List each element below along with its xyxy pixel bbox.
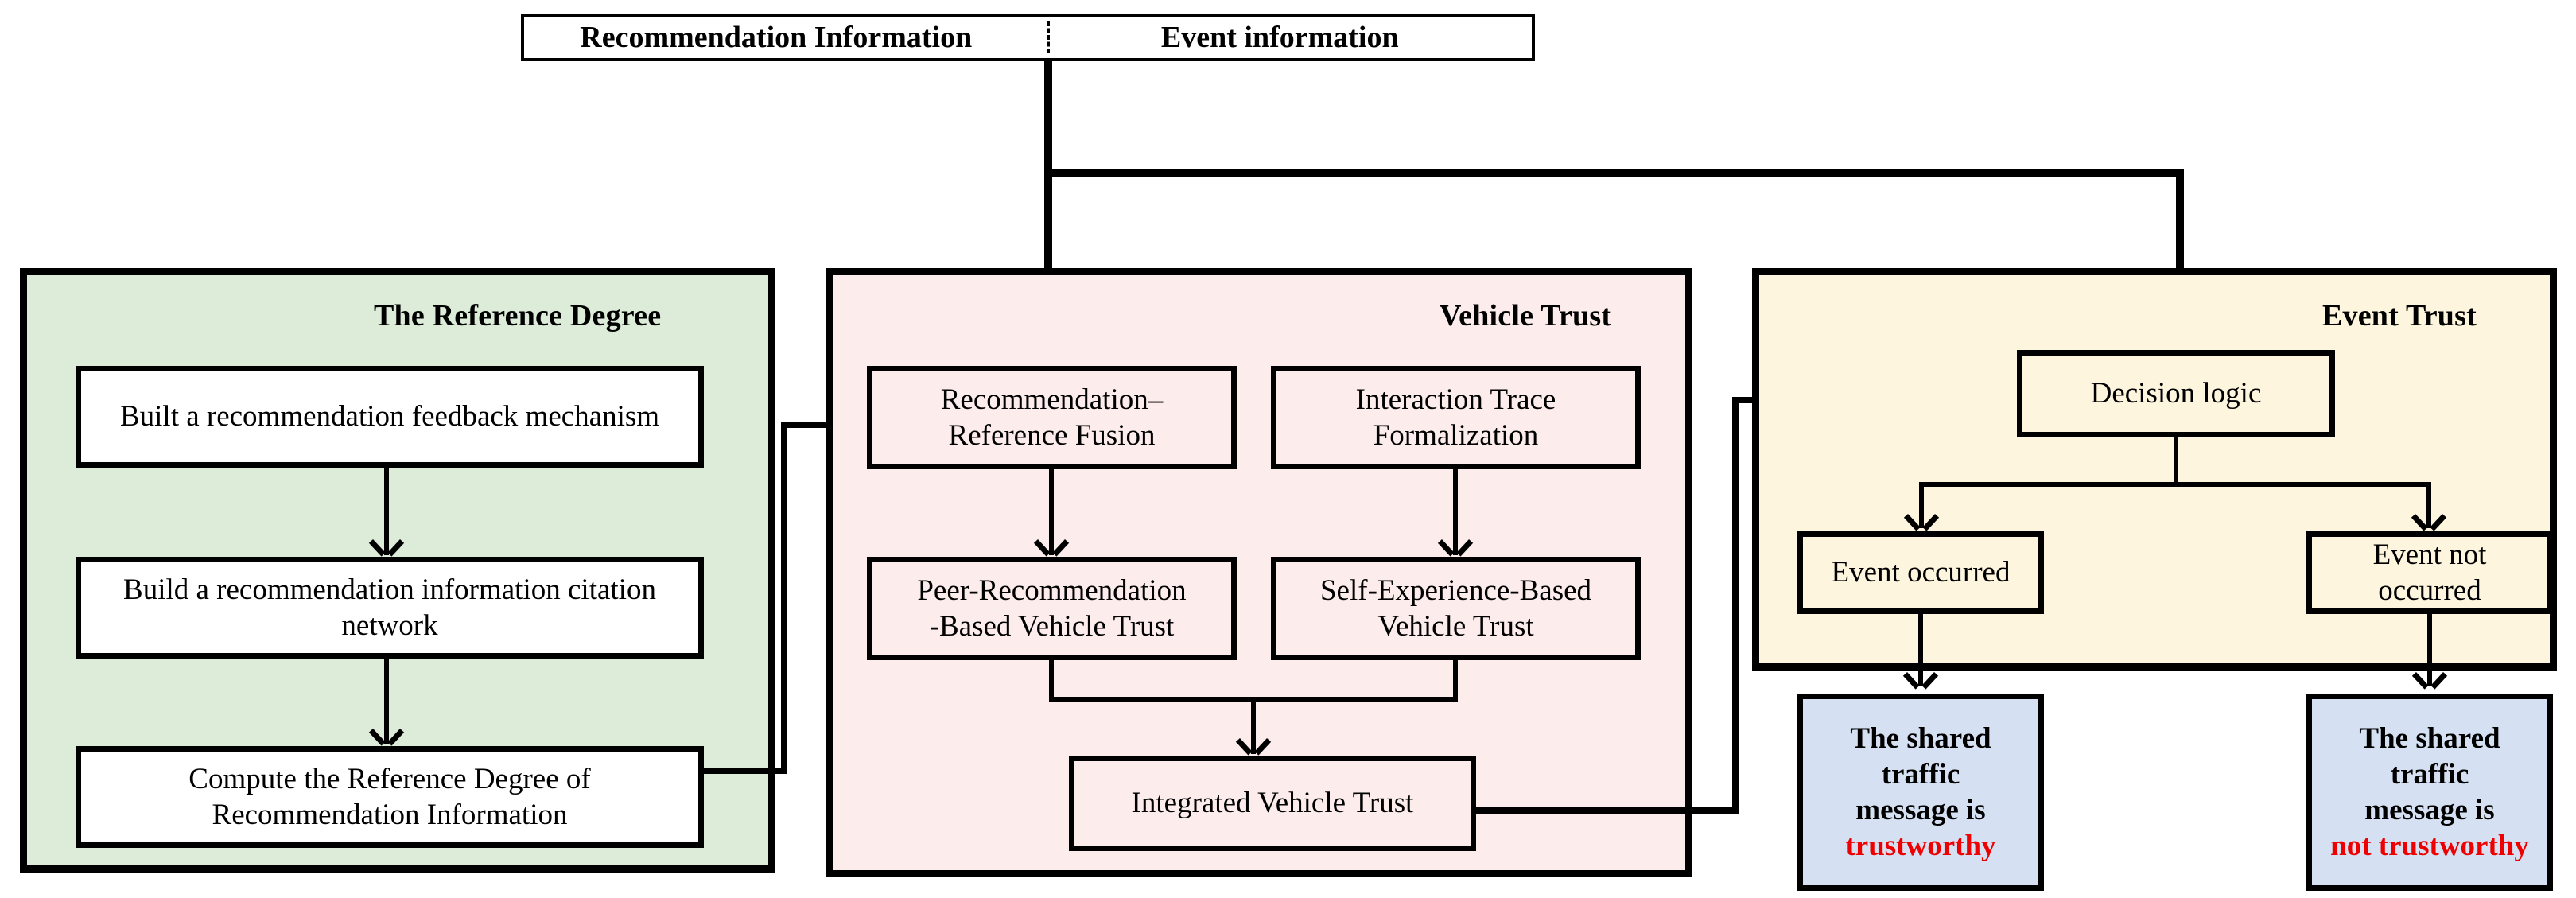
node-label-line2: Formalization xyxy=(1373,419,1539,452)
outcome-box-not-trustworthy[interactable]: The shared traffic message is not trustw… xyxy=(2306,694,2553,891)
connector-occurred-to-outcome xyxy=(1918,614,1923,686)
connector-to-event-trust xyxy=(1044,169,2184,177)
connector-reference-into-fusion xyxy=(781,422,853,428)
connector-peer-down xyxy=(1049,660,1054,702)
connector-integrated-out-v xyxy=(1732,397,1739,814)
node-label: Decision logic xyxy=(2090,377,2262,410)
input-box-divider xyxy=(1047,21,1050,53)
outcome-line2: message is xyxy=(1855,794,1986,826)
connector-reference-out-v xyxy=(781,422,787,774)
outcome-line1: The shared traffic xyxy=(2359,721,2500,791)
node-decision-logic[interactable]: Decision logic xyxy=(2017,350,2335,437)
outcome-verdict: not trustworthy xyxy=(2330,830,2529,863)
connector-fusion-to-peer xyxy=(1049,469,1054,555)
connector-reference-out-h xyxy=(704,768,787,774)
node-recommendation-reference-fusion[interactable]: Recommendation– Reference Fusion xyxy=(867,366,1237,469)
node-integrated-vehicle-trust[interactable]: Integrated Vehicle Trust xyxy=(1069,756,1476,851)
connector-vehicle-trust-drop xyxy=(1044,169,1052,345)
node-event-not-occurred[interactable]: Event not occurred xyxy=(2306,531,2553,614)
node-peer-recommendation-vehicle-trust[interactable]: Peer-Recommendation -Based Vehicle Trust xyxy=(867,557,1237,660)
node-label: Integrated Vehicle Trust xyxy=(1131,787,1414,820)
outcome-line2: message is xyxy=(2364,794,2495,826)
connector-citation-to-compute xyxy=(384,659,389,744)
node-label: Event not occurred xyxy=(2372,538,2487,607)
connector-decision-left-branch xyxy=(1919,482,1924,528)
node-label: Event occurred xyxy=(1831,556,2011,589)
connector-feedback-to-citation xyxy=(384,468,389,555)
node-label-line2: Vehicle Trust xyxy=(1377,610,1534,643)
connector-input-trunk xyxy=(1044,61,1052,177)
outcome-verdict: trustworthy xyxy=(1845,830,1996,863)
node-citation-network[interactable]: Build a recommendation information citat… xyxy=(76,557,704,659)
node-event-occurred[interactable]: Event occurred xyxy=(1797,531,2044,614)
node-label-line2: -Based Vehicle Trust xyxy=(929,610,1175,643)
panel-title-event-trust: Event Trust xyxy=(2322,299,2477,332)
arrowhead-outcome-trustworthy xyxy=(1907,672,1934,693)
panel-title-vehicle-trust: Vehicle Trust xyxy=(1440,299,1612,332)
node-compute-reference-degree[interactable]: Compute the Reference Degree of Recommen… xyxy=(76,746,704,848)
node-label-line1: Peer-Recommendation xyxy=(917,573,1187,607)
connector-trace-to-self xyxy=(1453,469,1458,555)
node-self-experience-vehicle-trust[interactable]: Self-Experience-Based Vehicle Trust xyxy=(1271,557,1641,660)
connector-event-trust-drop xyxy=(2176,169,2184,345)
connector-not-occurred-to-outcome xyxy=(2427,614,2432,686)
node-label: Built a recommendation feedback mechanis… xyxy=(119,400,660,433)
input-information-box: Recommendation Information Event informa… xyxy=(521,14,1535,61)
event-information-label: Event information xyxy=(1160,21,1399,54)
connector-integrated-out-h xyxy=(1476,807,1739,814)
connector-decision-down xyxy=(2174,437,2178,487)
recommendation-information-label: Recommendation Information xyxy=(580,21,973,54)
node-label-line2: Reference Fusion xyxy=(948,419,1156,452)
connector-self-down xyxy=(1453,660,1458,702)
outcome-box-trustworthy[interactable]: The shared traffic message is trustworth… xyxy=(1797,694,2044,891)
outcome-line1: The shared traffic xyxy=(1850,721,1991,791)
node-interaction-trace-formalization[interactable]: Interaction Trace Formalization xyxy=(1271,366,1641,469)
node-built-feedback-mechanism[interactable]: Built a recommendation feedback mechanis… xyxy=(76,366,704,468)
panel-title-reference-degree: The Reference Degree xyxy=(374,299,662,332)
node-label: Compute the Reference Degree of Recommen… xyxy=(188,762,591,831)
arrowhead-outcome-not-trustworthy xyxy=(2416,672,2443,693)
connector-merge-to-integrated xyxy=(1251,697,1256,754)
connector-decision-split-h xyxy=(1919,482,2431,487)
node-label: Build a recommendation information citat… xyxy=(123,573,656,642)
node-label-line1: Recommendation– xyxy=(940,383,1164,416)
node-label-line1: Interaction Trace xyxy=(1355,383,1556,416)
connector-decision-right-branch xyxy=(2426,482,2431,528)
node-label-line1: Self-Experience-Based xyxy=(1319,573,1592,607)
